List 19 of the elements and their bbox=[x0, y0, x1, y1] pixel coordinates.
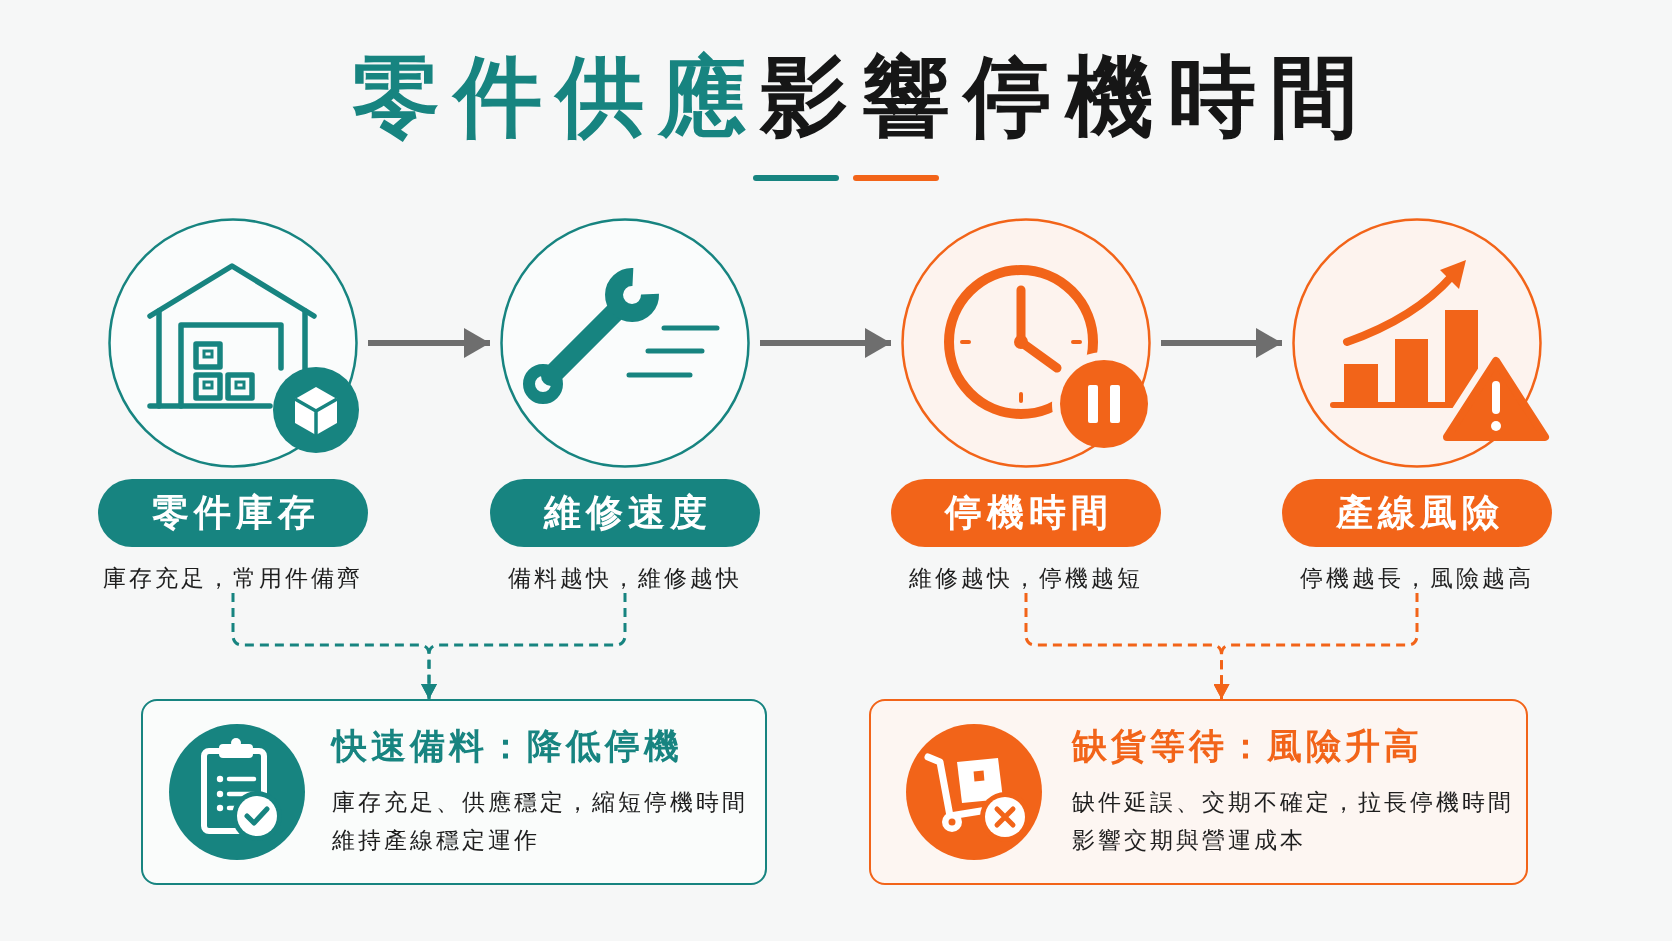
card-description: 缺件延誤、交期不確定，拉長停機時間影響交期與營運成本 bbox=[1072, 788, 1515, 855]
card-heading: 缺貨等待：風險升高 bbox=[1072, 725, 1423, 767]
card-heading: 快速備料：降低停機 bbox=[332, 725, 683, 767]
step-title-pill: 產線風險 bbox=[1282, 479, 1552, 547]
step-title-pill: 零件庫存 bbox=[98, 479, 368, 547]
step-caption: 庫存充足，常用件備齊 bbox=[103, 563, 363, 593]
step-caption: 維修越快，停機越短 bbox=[909, 563, 1143, 593]
dashed-arrow bbox=[1213, 593, 1419, 699]
card-description: 庫存充足、供應穩定，縮短停機時間維持產線穩定運作 bbox=[332, 788, 749, 855]
step-caption: 備料越快，維修越快 bbox=[508, 563, 742, 593]
diagram-title: 零件供應影響停機時間 bbox=[352, 44, 1372, 150]
arrow bbox=[1161, 328, 1282, 358]
dashed-arrow bbox=[421, 593, 627, 699]
arrow bbox=[760, 328, 891, 358]
step-circle bbox=[500, 218, 750, 468]
step-title-pill: 維修速度 bbox=[490, 479, 760, 547]
step-caption: 停機越長，風險越高 bbox=[1300, 563, 1534, 593]
step-title-pill: 停機時間 bbox=[891, 479, 1161, 547]
arrow bbox=[368, 328, 490, 358]
